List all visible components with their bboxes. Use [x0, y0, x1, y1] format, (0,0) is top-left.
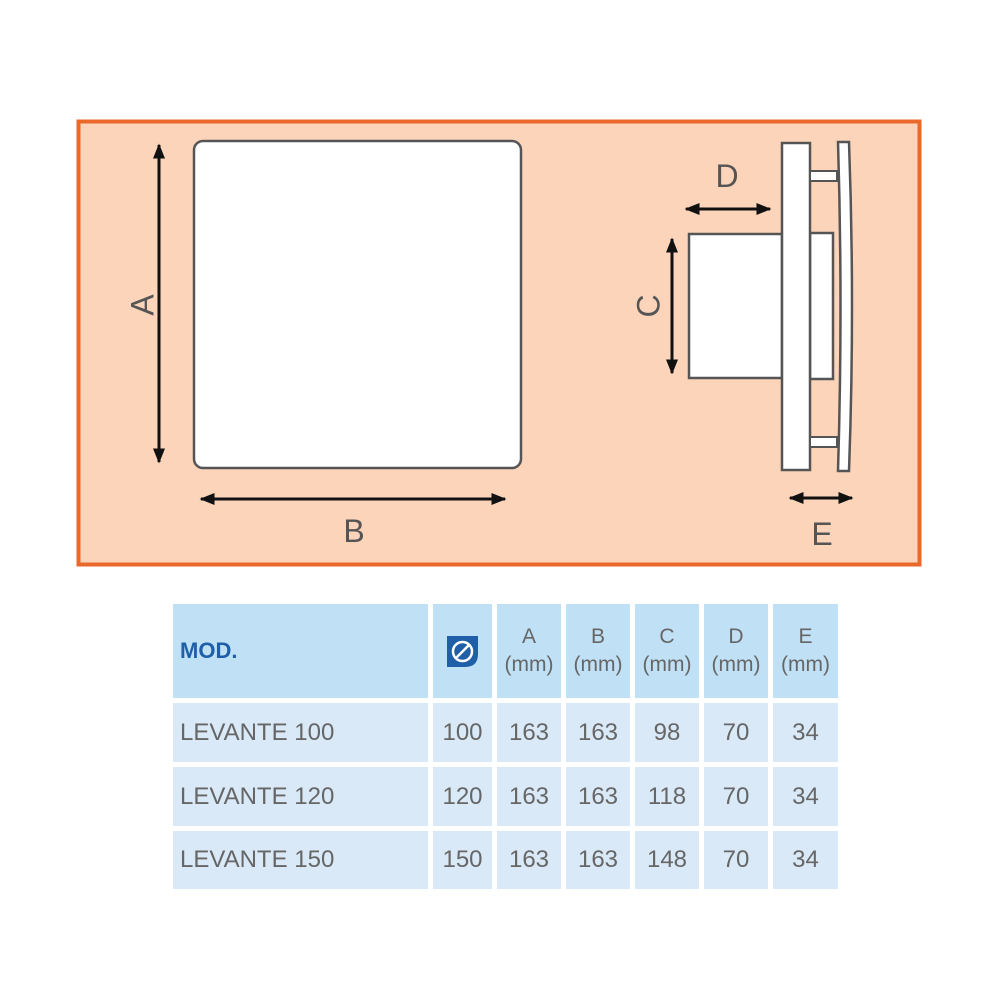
dimension-diagram: A B D C E	[76, 119, 922, 567]
table-cell-d: 70	[704, 703, 768, 762]
table-cell-a: 163	[497, 703, 561, 762]
table-cell-d: 70	[704, 831, 768, 889]
header-col-a: A(mm)	[497, 604, 561, 698]
side-view-body	[780, 141, 812, 472]
table-cell-d: 70	[704, 767, 768, 826]
table-cell-c: 118	[635, 767, 699, 826]
header-col-d: D(mm)	[704, 604, 768, 698]
dimension-a-label: A	[124, 294, 160, 316]
table-cell-diameter: 120	[433, 767, 492, 826]
side-view-insert	[808, 231, 835, 381]
diameter-icon	[447, 635, 478, 667]
header-col-e: E(mm)	[773, 604, 838, 698]
dimension-e-label: E	[811, 516, 832, 552]
table-cell-b: 163	[566, 767, 630, 826]
table-cell-c: 148	[635, 831, 699, 889]
table-cell-diameter: 100	[433, 703, 492, 762]
table-row-model: LEVANTE 120	[173, 767, 428, 826]
side-view-front-cover	[836, 140, 854, 473]
table-cell-a: 163	[497, 767, 561, 826]
dimension-d-label: D	[715, 158, 738, 194]
side-view-spacer-top	[809, 170, 838, 182]
table-row-model: LEVANTE 100	[173, 703, 428, 762]
table-cell-e: 34	[773, 767, 838, 826]
table-cell-a: 163	[497, 831, 561, 889]
table-cell-e: 34	[773, 831, 838, 889]
side-view-spacer-bottom	[809, 436, 838, 448]
table-cell-b: 163	[566, 831, 630, 889]
header-model: MOD.	[173, 604, 428, 698]
side-view-tube	[687, 232, 784, 380]
table-cell-diameter: 150	[433, 831, 492, 889]
front-view-panel	[192, 139, 523, 470]
header-col-c: C(mm)	[635, 604, 699, 698]
dimension-b-label: B	[343, 513, 364, 549]
dimension-c-label: C	[630, 294, 666, 317]
header-col-b: B(mm)	[566, 604, 630, 698]
table-row-model: LEVANTE 150	[173, 831, 428, 889]
table-cell-c: 98	[635, 703, 699, 762]
table-cell-b: 163	[566, 703, 630, 762]
header-diameter	[433, 604, 492, 698]
table-cell-e: 34	[773, 703, 838, 762]
